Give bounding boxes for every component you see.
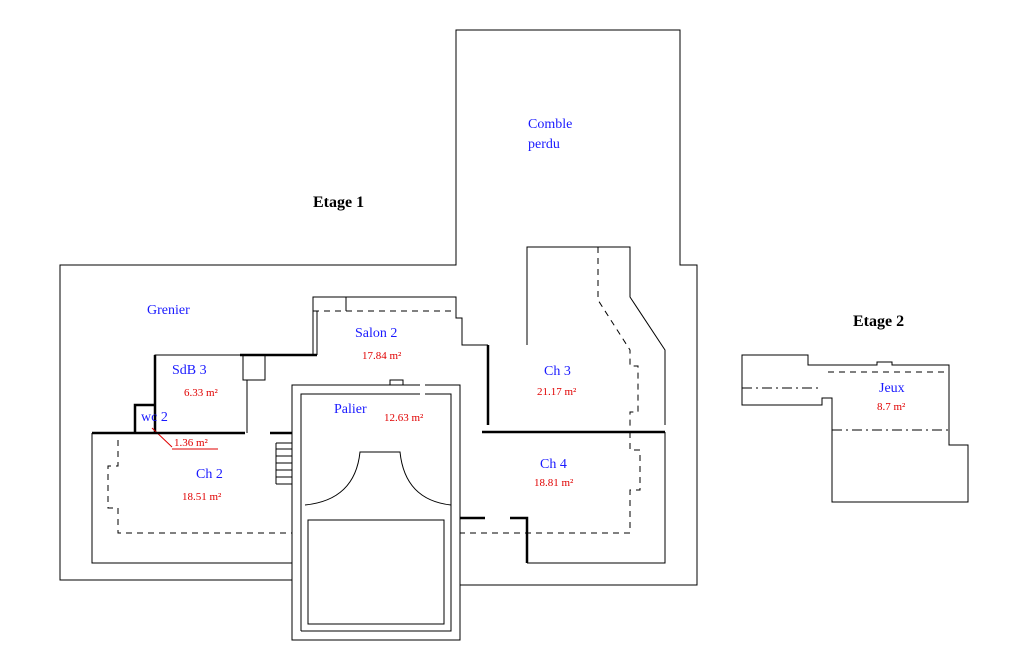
sdb3-area: 6.33 m² bbox=[184, 387, 219, 399]
ch3-dashed bbox=[597, 247, 639, 430]
palier-door bbox=[389, 379, 404, 385]
ch4-area: 18.81 m² bbox=[534, 477, 574, 489]
wc2-walls bbox=[133, 403, 155, 433]
palier-inner-rect bbox=[307, 519, 445, 625]
wc2-label: wc 2 bbox=[141, 410, 168, 425]
ch2-stairs bbox=[275, 442, 292, 485]
ch4-dashed bbox=[460, 432, 641, 534]
jeux-label: Jeux bbox=[879, 381, 905, 396]
salon2-label: Salon 2 bbox=[355, 326, 397, 341]
palier-label: Palier bbox=[334, 402, 367, 417]
sdb3-thick bbox=[153, 353, 317, 433]
palier-stair-well bbox=[304, 451, 452, 506]
ch4-door bbox=[460, 516, 529, 563]
ch3-label: Ch 3 bbox=[544, 364, 571, 379]
ch3-area: 21.17 m² bbox=[537, 386, 577, 398]
palier-inner bbox=[300, 393, 452, 632]
ch2-dashed bbox=[107, 440, 292, 534]
ch4-label: Ch 4 bbox=[540, 457, 567, 472]
comble-label-2: perdu bbox=[528, 137, 560, 152]
comble-label-1: Comble bbox=[528, 117, 572, 132]
ch2-outline bbox=[91, 433, 292, 564]
wc2-area: 1.36 m² bbox=[174, 437, 209, 449]
salon2-area: 17.84 m² bbox=[362, 350, 402, 362]
palier-outer bbox=[291, 384, 461, 640]
grenier-label: Grenier bbox=[147, 303, 190, 318]
ch3-walls bbox=[526, 246, 666, 425]
ch4-walls bbox=[527, 432, 666, 564]
ch2-label: Ch 2 bbox=[196, 467, 223, 482]
sdb3-inner bbox=[242, 355, 266, 381]
ch2-area: 18.51 m² bbox=[182, 491, 222, 503]
etage2-plan bbox=[741, 354, 969, 503]
jeux-area: 8.7 m² bbox=[877, 401, 906, 413]
wc2-leader bbox=[151, 427, 173, 448]
palier-area: 12.63 m² bbox=[384, 412, 424, 424]
etage1-plan bbox=[59, 29, 698, 641]
etage2-walls bbox=[741, 354, 969, 503]
etage1-title: Etage 1 bbox=[313, 194, 364, 211]
sdb3-label: SdB 3 bbox=[172, 363, 207, 378]
etage2-title: Etage 2 bbox=[853, 313, 904, 330]
salon2-walls bbox=[312, 296, 488, 355]
